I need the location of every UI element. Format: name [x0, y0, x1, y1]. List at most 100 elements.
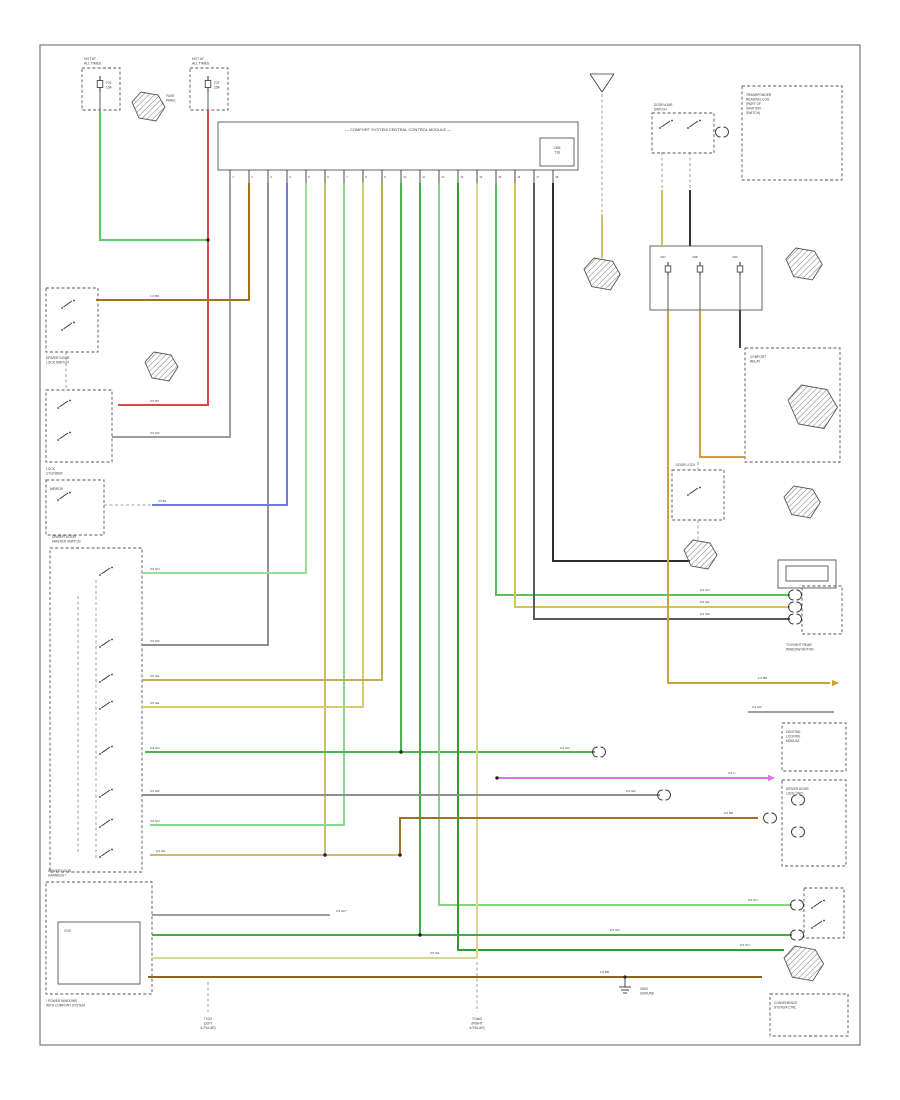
- switch-contact: [69, 431, 71, 434]
- wire: [667, 310, 830, 684]
- component-box-dashed: [744, 347, 841, 463]
- diagram-label: 0.5 GR: [150, 639, 160, 643]
- component-box: [539, 137, 575, 167]
- wire: [142, 183, 269, 646]
- switch-icon: [99, 818, 113, 828]
- component-box-dashed: [189, 67, 229, 111]
- switch-contact: [111, 700, 113, 703]
- component-box: [785, 565, 829, 582]
- switch-contact: [99, 826, 101, 828]
- pin-number: 13: [460, 175, 464, 179]
- diagram-label: T10a/5: [472, 1017, 482, 1021]
- switch-lever: [101, 674, 111, 682]
- diagram-label: IGNITION: [746, 107, 761, 111]
- pin-number: 12: [441, 175, 445, 179]
- switch-icon: [811, 919, 825, 929]
- diagram-label: LOCK: [46, 467, 56, 471]
- boxes-layer: [45, 67, 849, 1037]
- diagram-label: PANEL: [166, 98, 176, 102]
- switch-icon: [57, 431, 71, 441]
- switch-contact: [111, 673, 113, 676]
- diagram-label: 0.5 GN: [700, 588, 710, 592]
- switch-lever: [813, 920, 823, 928]
- diagram-label: 0.5 GN: [610, 928, 620, 932]
- pin-number: 9: [384, 175, 386, 179]
- pin-number: 4: [289, 175, 291, 179]
- wire: [112, 183, 231, 438]
- switch-icon: [57, 399, 71, 409]
- diagram-label: T10/2: [204, 1017, 212, 1021]
- structure-lines-layer: [99, 73, 741, 310]
- switch-contact: [57, 499, 59, 501]
- junctions-layer: [206, 238, 499, 937]
- diagram-label: SYSTEM CTRL: [774, 1005, 797, 1009]
- fuse-body: [204, 80, 212, 88]
- diagram-label: HOT AT: [84, 57, 96, 61]
- diagram-label: 0.5 GE: [150, 701, 159, 705]
- switch-contact: [699, 119, 701, 122]
- diagram-label: 25A: [214, 85, 221, 89]
- ground-module-icon: [785, 247, 823, 281]
- diagram-label: SWITCH: [654, 107, 667, 111]
- component-box-dashed: [801, 585, 843, 635]
- switch-contact: [111, 745, 113, 748]
- diagram-label: 0.5 GN: [560, 746, 570, 750]
- pin-number: 3: [270, 175, 272, 179]
- switch-contact: [99, 574, 101, 576]
- switch-contact: [811, 907, 813, 909]
- diagram-label: 0.5 GR: [150, 789, 160, 793]
- diagram-label: MIRROR: [50, 487, 64, 491]
- switch-contact: [671, 119, 673, 122]
- wire: [96, 183, 250, 301]
- arrows-layer: [768, 679, 839, 782]
- connector-icon: [788, 589, 802, 601]
- diagram-label: (PART OF: [746, 102, 761, 106]
- diagram-label: LOCKING: [786, 734, 801, 738]
- diagram-label: 0.5 GN: [150, 819, 160, 823]
- switch-lever: [101, 701, 111, 709]
- diagram-label: FUSE: [166, 94, 175, 98]
- switch-contact: [687, 494, 689, 496]
- junction-dot: [495, 776, 499, 780]
- diagram-label: 0.5 GR *: [336, 909, 348, 913]
- pin-number: 17: [536, 175, 540, 179]
- connector-icon: [715, 126, 729, 138]
- pin-number: 7: [346, 175, 348, 179]
- diagram-label: S37: [660, 255, 666, 259]
- diagram-label: TRANSPONDER: [746, 93, 772, 97]
- ground-module-icon: [683, 539, 718, 570]
- wire: [699, 310, 745, 458]
- component-box-dashed: [651, 112, 715, 154]
- frame-layer: [39, 44, 861, 1046]
- fuse-icon: [96, 76, 104, 92]
- diagram-label: TO RIGHT REAR: [786, 643, 812, 647]
- component-box-dashed: [781, 779, 847, 867]
- wire: [514, 183, 790, 608]
- switch-lever: [63, 322, 73, 330]
- diagram-label: 1.0 BR: [758, 676, 768, 680]
- wire: [438, 183, 792, 906]
- switch-lever: [101, 789, 111, 797]
- pin-number: 18: [555, 175, 559, 179]
- connector-icon: [763, 812, 777, 824]
- connectors-layer: [592, 126, 805, 941]
- diagram-label: J393: [554, 146, 561, 150]
- switch-icon: [99, 638, 113, 648]
- switch-lever: [59, 400, 69, 408]
- diagram-label: F37: [214, 81, 220, 85]
- diagram-label: — COMFORT SYSTEM CENTRAL CONTROL MODULE …: [345, 127, 451, 132]
- wire: [552, 183, 690, 562]
- page-border: [39, 44, 861, 1046]
- switch-lever: [101, 819, 111, 827]
- wire: [150, 183, 345, 826]
- structure-line: [589, 73, 603, 93]
- diagram-label: 0.5 GE: [150, 674, 159, 678]
- diagram-label: DRIVER DOOR: [48, 869, 72, 873]
- switch-icon: [61, 321, 75, 331]
- diagram-label: 0.5 GR: [626, 789, 636, 793]
- wire: [99, 110, 208, 241]
- diagram-label: 0.5 GE: [156, 849, 165, 853]
- switch-contact: [99, 856, 101, 858]
